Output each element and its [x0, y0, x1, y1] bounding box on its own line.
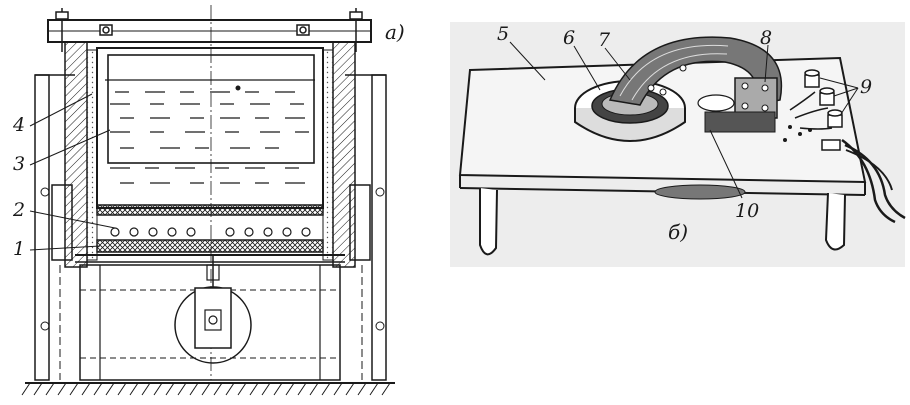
callout-4: 4 — [13, 114, 26, 136]
callout-8: 8 — [760, 27, 773, 49]
panel-a-label: a) — [385, 20, 405, 44]
callout-2: 2 — [13, 199, 26, 221]
panel-b-label: б) — [668, 220, 689, 244]
callout-7: 7 — [598, 29, 611, 51]
callout-9: 9 — [860, 76, 873, 98]
callout-5: 5 — [497, 23, 510, 45]
panel-a-furnace — [21, 5, 395, 396]
callout-1: 1 — [13, 238, 26, 260]
callout-6: 6 — [563, 27, 576, 49]
panel-b-inductor — [450, 22, 906, 267]
callout-10: 10 — [735, 200, 760, 222]
callout-3: 3 — [13, 153, 26, 175]
